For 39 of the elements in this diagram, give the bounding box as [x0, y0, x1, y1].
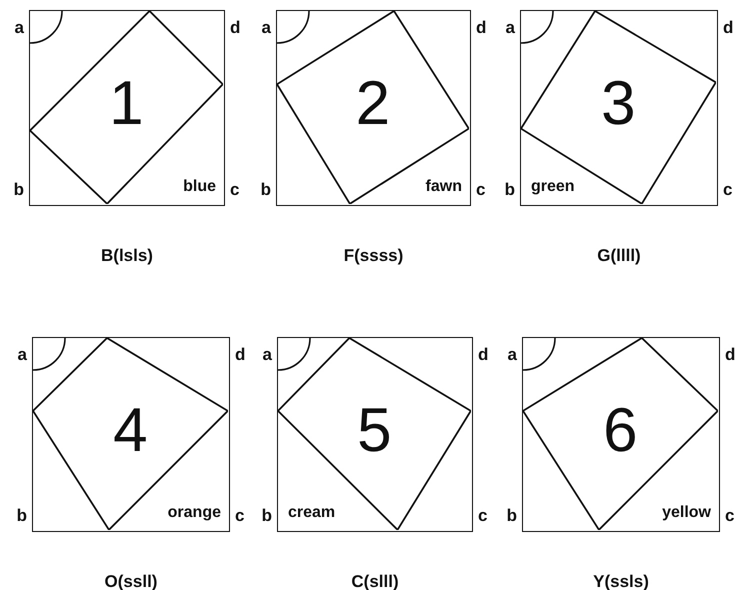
- panel-number: 1: [108, 73, 145, 136]
- panel-number: 4: [112, 400, 149, 462]
- corner-letter: d: [725, 345, 736, 365]
- colour-name: blue: [183, 178, 216, 196]
- corner-letter: c: [723, 180, 732, 200]
- corner-letter: d: [230, 18, 240, 38]
- corner-letter: d: [476, 18, 486, 38]
- corner-letter: a: [506, 18, 515, 38]
- corner-letter: a: [14, 18, 24, 38]
- panel-number: 6: [602, 400, 639, 462]
- colour-name: fawn: [426, 178, 462, 196]
- corner-letter: a: [508, 345, 517, 365]
- panel-number: 5: [356, 400, 393, 462]
- corner-letter: d: [235, 345, 246, 365]
- corner-letter: a: [262, 18, 271, 38]
- corner-letter: c: [230, 180, 240, 200]
- panel-number: 3: [600, 73, 637, 136]
- corner-letter: c: [476, 180, 486, 200]
- corner-letter: b: [260, 180, 271, 200]
- corner-letter: b: [262, 506, 272, 526]
- panel-caption: B(lsls): [101, 246, 153, 266]
- corner-letter: d: [723, 18, 734, 38]
- corner-letter: c: [478, 506, 488, 526]
- panel-caption: G(llll): [597, 246, 641, 266]
- colour-name: cream: [288, 504, 336, 522]
- corner-letter: b: [14, 180, 24, 200]
- corner-letter: c: [725, 506, 734, 526]
- corner-letter: a: [18, 345, 27, 365]
- panel-number: 2: [354, 73, 392, 136]
- corner-letter: b: [16, 506, 27, 526]
- colour-name: green: [531, 178, 575, 196]
- corner-letter: a: [262, 345, 272, 365]
- colour-name: orange: [168, 504, 221, 522]
- corner-letter: b: [506, 506, 517, 526]
- panel-caption: F(ssss): [344, 246, 404, 266]
- corner-letter: d: [478, 345, 488, 365]
- corner-letter: b: [504, 180, 515, 200]
- colour-name: yellow: [662, 504, 711, 522]
- corner-letter: c: [235, 506, 244, 526]
